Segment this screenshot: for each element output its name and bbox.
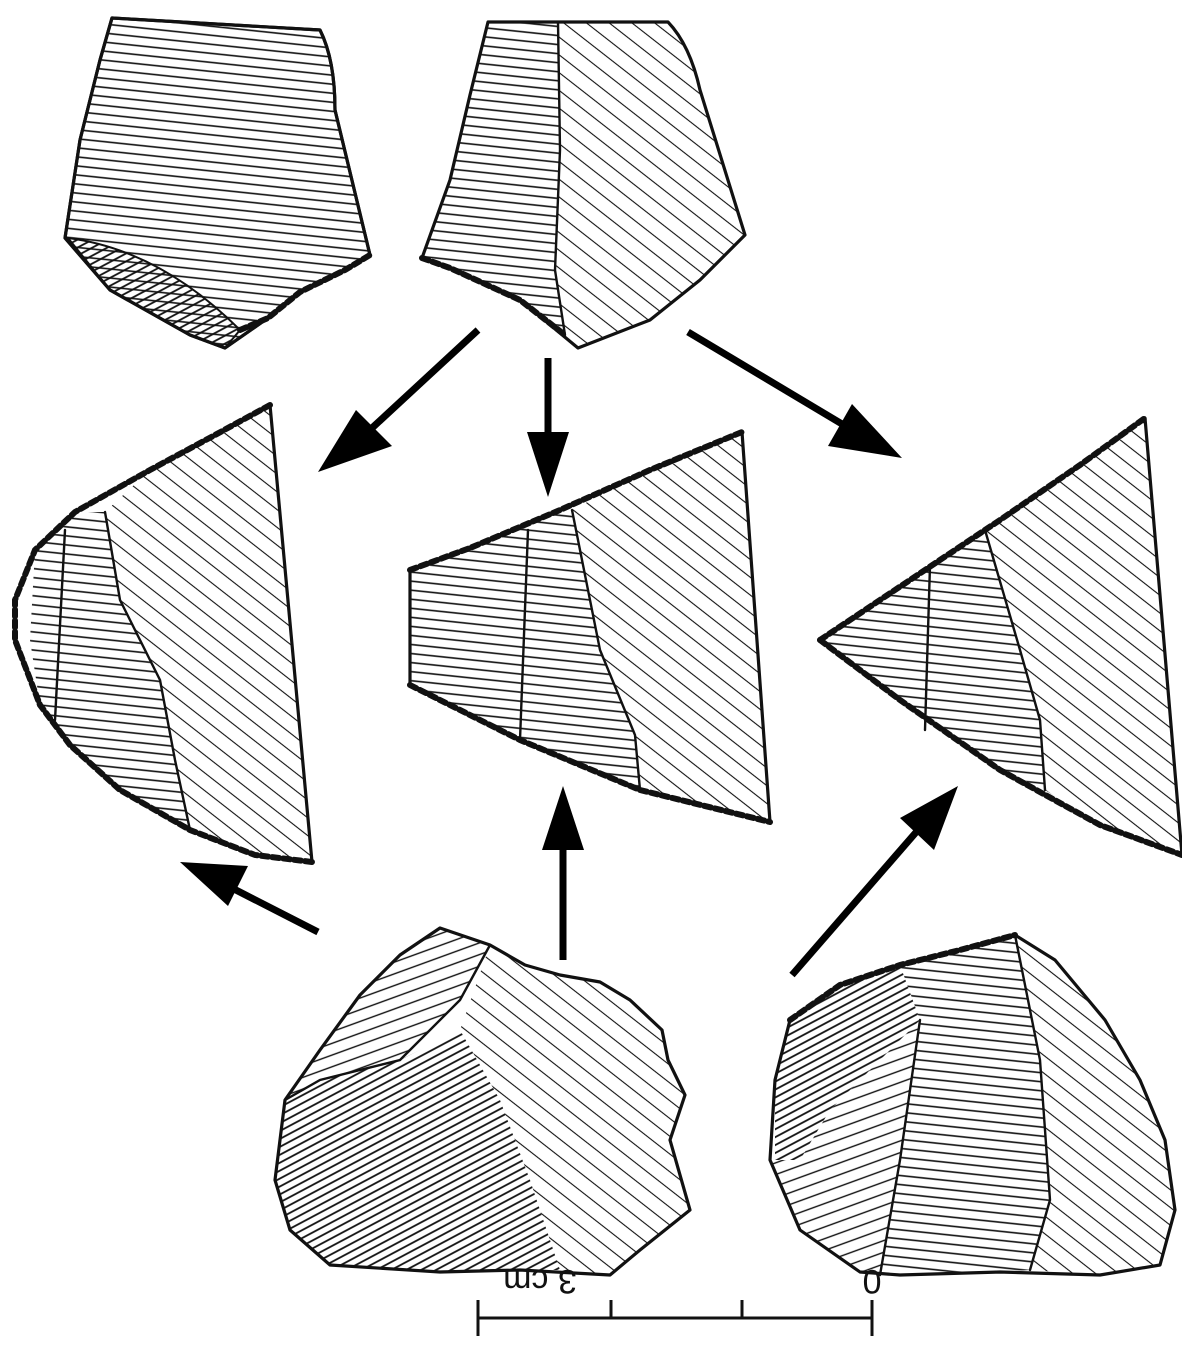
core-view-a — [275, 928, 690, 1275]
arrow-core-to-left-tool — [180, 862, 318, 932]
retouched-tool-left — [15, 405, 312, 862]
arrow-core-to-center-tool — [542, 786, 584, 960]
blank-flake-view-b — [422, 22, 745, 348]
arrow-to-left-tool — [318, 330, 478, 472]
retouched-tool-center — [410, 432, 770, 822]
blank-flake-view-a — [65, 18, 370, 348]
core-view-b — [770, 935, 1175, 1275]
scale-label-zero: 0 — [863, 1262, 882, 1300]
scale-label-three-cm: 3 cm — [503, 1262, 577, 1300]
arrow-core-to-right-tool — [792, 786, 958, 975]
arrow-to-center-tool — [527, 358, 569, 497]
scale-bar: 0 3 cm — [478, 1262, 881, 1336]
retouched-tool-right — [820, 418, 1182, 855]
